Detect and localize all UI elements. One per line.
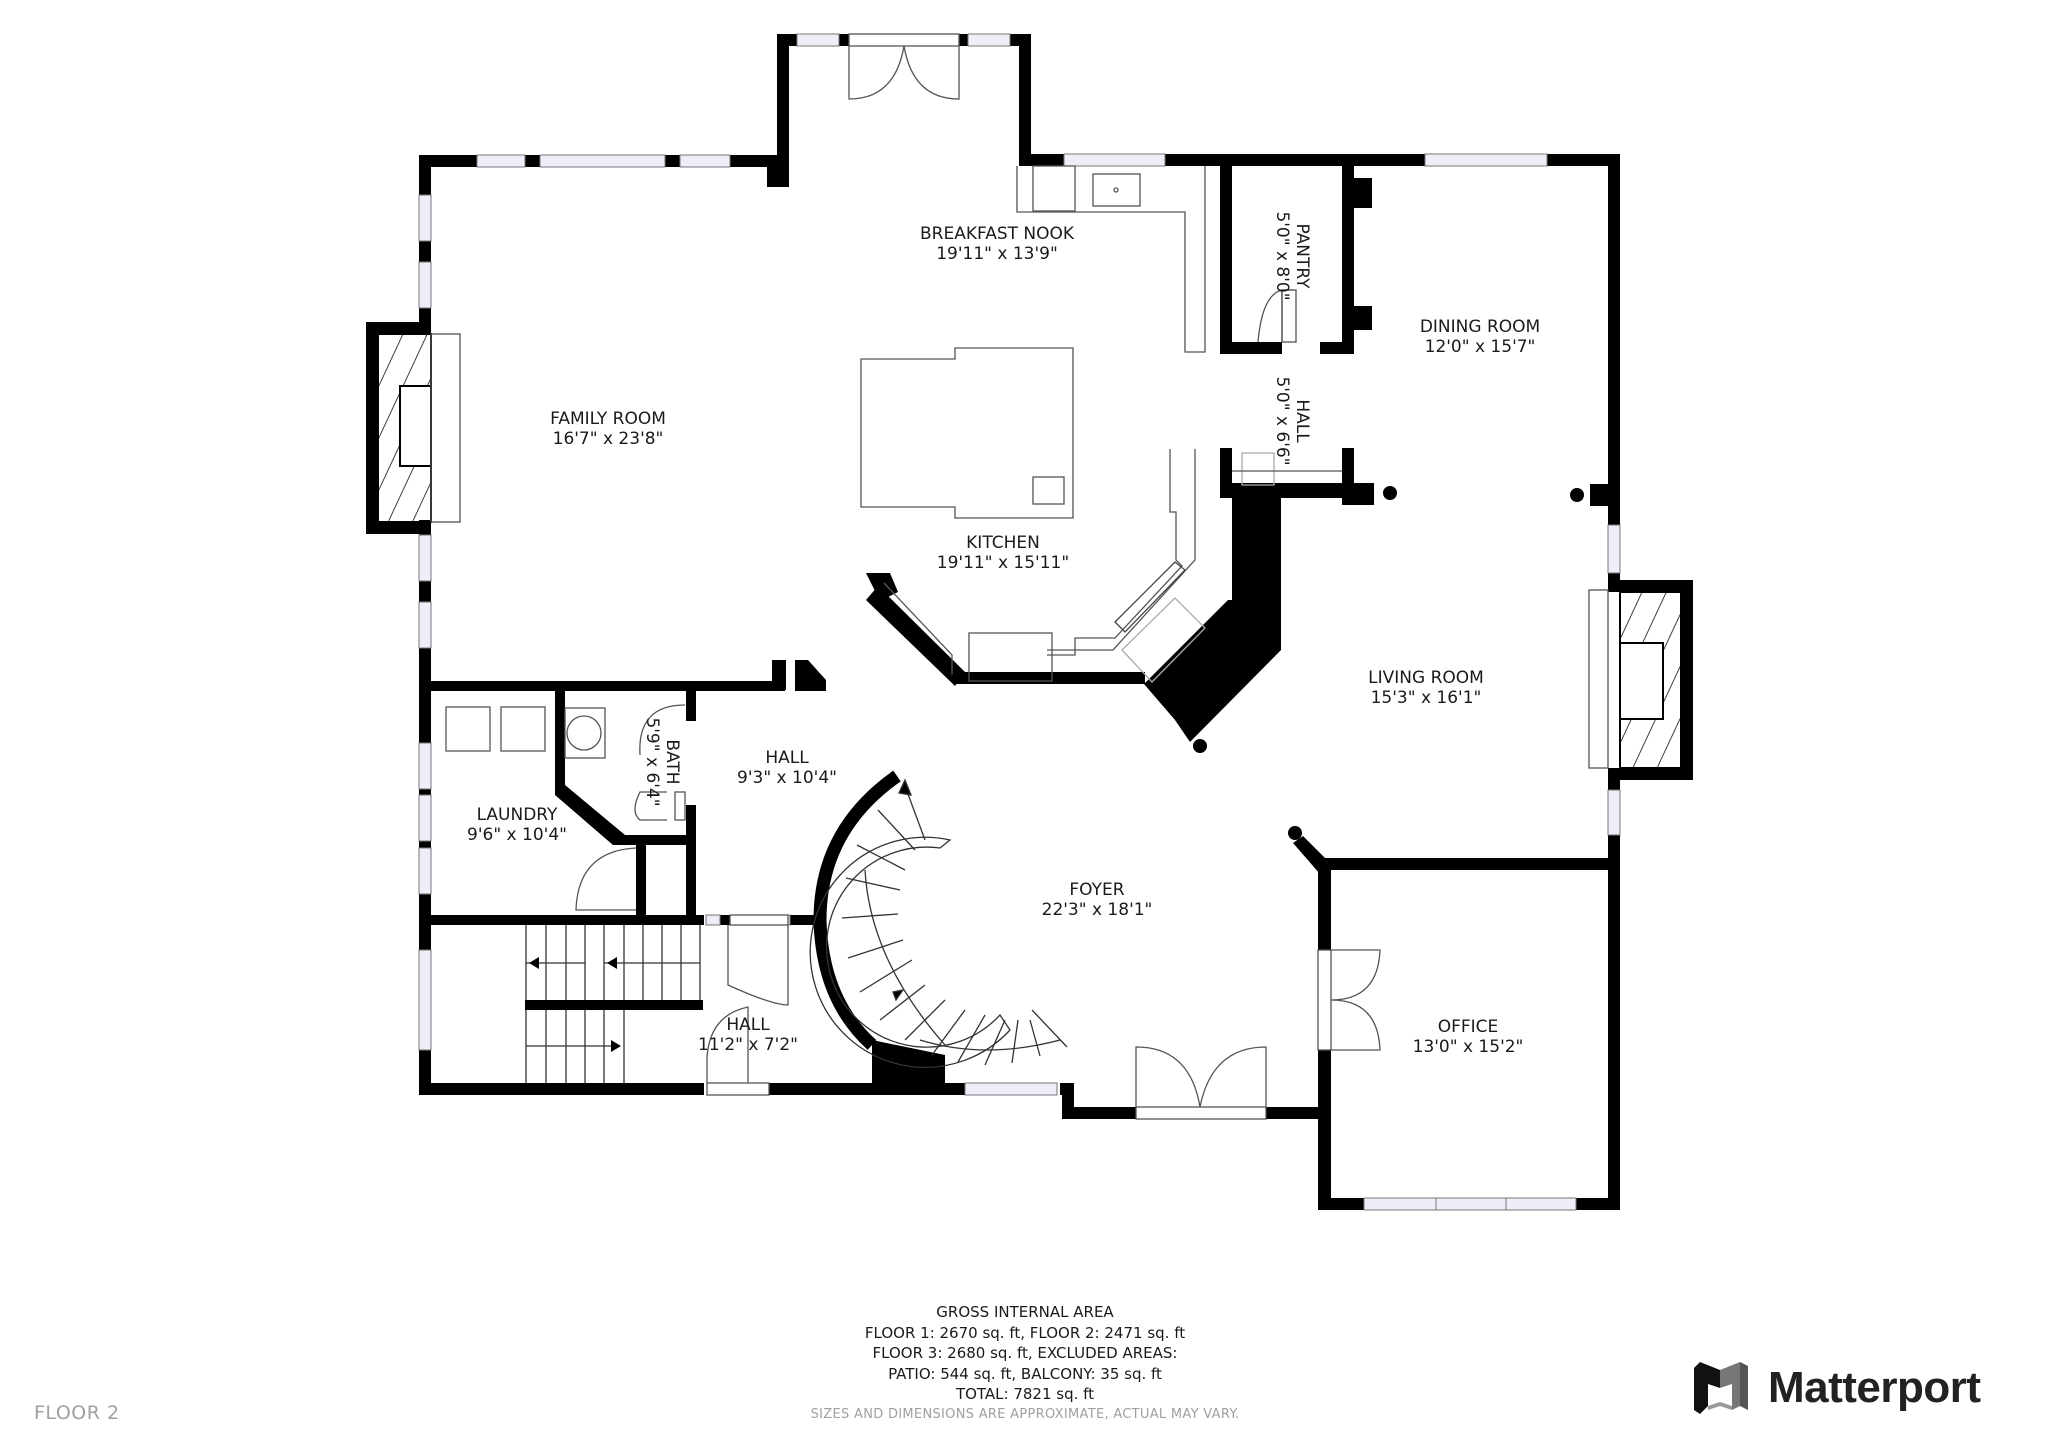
room-name: FAMILY ROOM xyxy=(550,409,666,429)
gia-line-1: FLOOR 1: 2670 sq. ft, FLOOR 2: 2471 sq. … xyxy=(864,1323,1186,1342)
room-label-pantry: PANTRY 5'0" x 8'0" xyxy=(1272,211,1312,300)
room-label-hall-lower: HALL 11'2" x 7'2" xyxy=(698,1015,798,1055)
gia-disclaimer: SIZES AND DIMENSIONS ARE APPROXIMATE, AC… xyxy=(810,1406,1240,1422)
room-name: LIVING ROOM xyxy=(1368,668,1484,688)
room-label-breakfast-nook: BREAKFAST NOOK 19'11" x 13'9" xyxy=(920,224,1074,264)
room-name: BATH xyxy=(662,739,682,785)
room-dimensions: 9'6" x 10'4" xyxy=(467,825,567,845)
room-name: OFFICE xyxy=(1437,1017,1499,1037)
room-label-kitchen: KITCHEN 19'11" x 15'11" xyxy=(937,533,1069,573)
room-label-office: OFFICE 13'0" x 15'2" xyxy=(1413,1017,1524,1057)
gia-total: TOTAL: 7821 sq. ft xyxy=(955,1385,1095,1403)
room-label-living-room: LIVING ROOM 15'3" x 16'1" xyxy=(1368,668,1484,708)
room-dimensions: 9'3" x 10'4" xyxy=(737,768,837,788)
brand-name: Matterport xyxy=(1768,1363,1981,1412)
room-label-hall-upper: HALL 5'0" x 6'6" xyxy=(1272,376,1312,465)
gia-line-2: FLOOR 3: 2680 sq. ft, EXCLUDED AREAS: xyxy=(872,1344,1178,1362)
room-label-family-room: FAMILY ROOM 16'7" x 23'8" xyxy=(550,409,666,449)
room-dimensions: 11'2" x 7'2" xyxy=(698,1035,798,1055)
room-dimensions: 5'0" x 8'0" xyxy=(1272,211,1292,301)
gia-title: GROSS INTERNAL AREA xyxy=(936,1303,1114,1321)
room-name: HALL xyxy=(765,748,809,768)
room-dimensions: 19'11" x 13'9" xyxy=(936,244,1058,264)
room-dimensions: 22'3" x 18'1" xyxy=(1041,900,1153,920)
room-dimensions: 13'0" x 15'2" xyxy=(1412,1037,1524,1057)
gia-line-3: PATIO: 544 sq. ft, BALCONY: 35 sq. ft xyxy=(888,1364,1162,1383)
room-name: LAUNDRY xyxy=(476,805,558,825)
room-name: FOYER xyxy=(1069,880,1125,900)
room-dimensions: 5'0" x 6'6" xyxy=(1272,376,1292,466)
stair-arrows xyxy=(529,957,621,1052)
matterport-brand: Matterport xyxy=(1694,1360,1981,1416)
room-name: DINING ROOM xyxy=(1419,317,1541,337)
room-dimensions: 19'11" x 15'11" xyxy=(936,553,1070,573)
room-name: KITCHEN xyxy=(966,533,1040,553)
room-label-bath: BATH 5'9" x 6'4" xyxy=(642,717,682,806)
room-name: HALL xyxy=(1292,399,1312,443)
matterport-logo-icon xyxy=(1694,1362,1748,1414)
room-dimensions: 12'0" x 15'7" xyxy=(1424,337,1536,357)
room-dimensions: 16'7" x 23'8" xyxy=(552,429,664,449)
floor-label: FLOOR 2 xyxy=(34,1402,120,1424)
room-label-hall-center: HALL 9'3" x 10'4" xyxy=(737,748,837,788)
room-label-dining-room: DINING ROOM 12'0" x 15'7" xyxy=(1420,317,1540,357)
room-dimensions: 15'3" x 16'1" xyxy=(1370,688,1482,708)
room-name: BREAKFAST NOOK xyxy=(919,224,1075,244)
room-label-laundry: LAUNDRY 9'6" x 10'4" xyxy=(467,805,567,845)
fixtures xyxy=(377,33,1682,1120)
room-dimensions: 5'9" x 6'4" xyxy=(642,717,662,807)
room-label-foyer: FOYER 22'3" x 18'1" xyxy=(1042,880,1153,920)
gross-internal-area-summary: GROSS INTERNAL AREA FLOOR 1: 2670 sq. ft… xyxy=(811,1302,1240,1425)
room-name: PANTRY xyxy=(1292,223,1312,289)
room-name: HALL xyxy=(726,1015,770,1035)
